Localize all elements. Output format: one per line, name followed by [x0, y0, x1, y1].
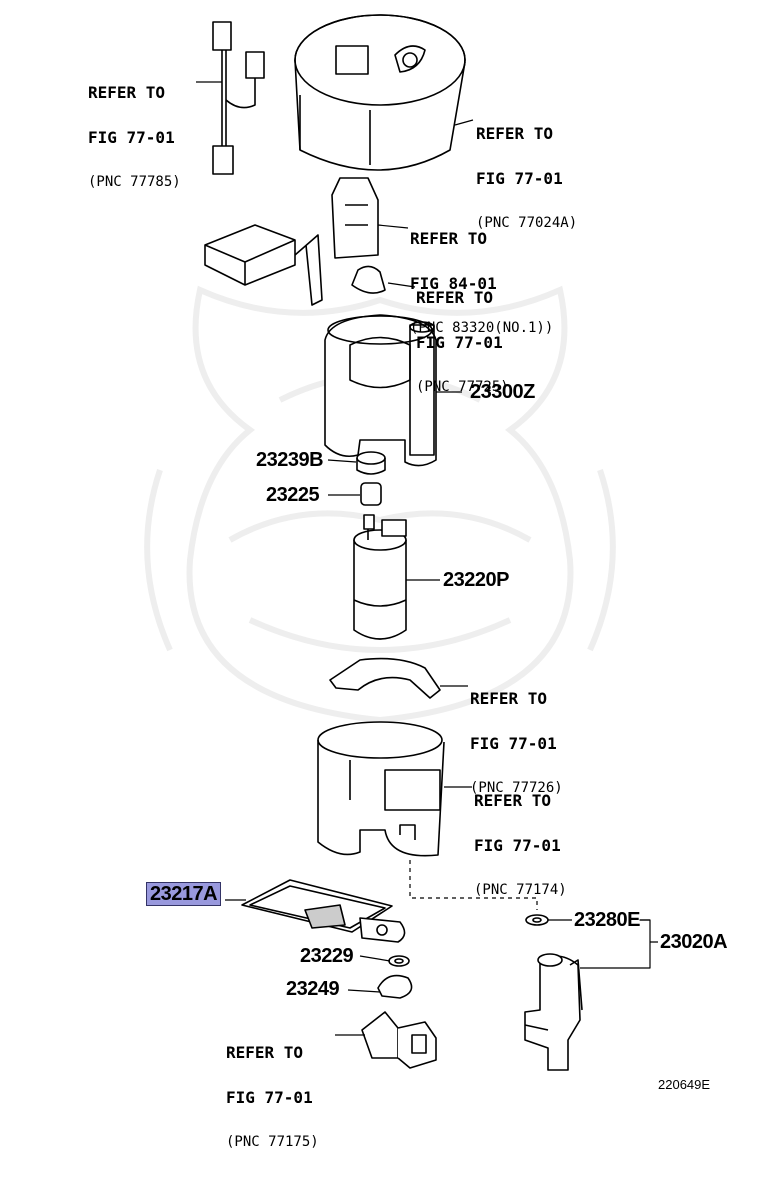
reference-line1: REFER TO — [226, 1043, 304, 1062]
lower-bracket-drawing — [361, 1011, 437, 1069]
grommet-drawing — [351, 265, 386, 294]
reference-line2: FIG 77-01 — [476, 169, 563, 188]
reference-line1: REFER TO — [88, 83, 166, 102]
reference-line1: REFER TO — [474, 791, 552, 810]
part-label-23239B[interactable]: 23239B — [256, 449, 324, 471]
pressure-regulator-drawing — [524, 953, 583, 1071]
part-label-23229[interactable]: 23229 — [300, 945, 354, 967]
reference-callout-pump-bracket: REFER TO FIG 77-01 (PNC 77174) — [474, 763, 567, 928]
part-label-23220P[interactable]: 23220P — [443, 569, 509, 591]
reference-line2: FIG 77-01 — [416, 333, 503, 352]
reference-line2: FIG 77-01 — [470, 734, 557, 753]
retainer-drawing — [329, 657, 441, 699]
reference-pnc: (PNC 77726) — [470, 780, 563, 796]
reference-callout-lower-bracket: REFER TO FIG 77-01 (PNC 77175) — [226, 1015, 319, 1180]
sender-gauge-drawing — [204, 177, 379, 306]
reference-pnc: (PNC 77175) — [226, 1134, 319, 1150]
reference-line1: REFER TO — [470, 689, 548, 708]
pump-bracket-drawing — [317, 721, 445, 857]
reference-line2: FIG 77-01 — [474, 836, 561, 855]
reference-callout-sender-gauge: REFER TO FIG 84-01 (PNC 83320(NO.1)) — [410, 201, 553, 366]
part-label-23249[interactable]: 23249 — [286, 978, 340, 1000]
reference-pnc: (PNC 77785) — [88, 174, 181, 190]
diagram-artwork — [144, 14, 658, 1071]
clip-drawing — [377, 974, 413, 999]
reference-line1: REFER TO — [476, 124, 554, 143]
washer-drawing — [388, 955, 410, 967]
reference-line1: REFER TO — [410, 229, 488, 248]
reference-callout-retainer: REFER TO FIG 77-01 (PNC 77726) — [470, 661, 563, 826]
leader-lines — [196, 81, 658, 1036]
cushion-drawing — [360, 482, 382, 506]
parts-diagram: REFER TO FIG 77-01 (PNC 77785) REFER TO … — [88, 14, 728, 1150]
reference-line1: REFER TO — [416, 288, 494, 307]
reference-callout-tank-cover: REFER TO FIG 77-01 (PNC 77024A) — [476, 96, 577, 261]
part-label-23280E[interactable]: 23280E — [574, 909, 640, 931]
part-label-23217A-highlighted[interactable]: 23217A — [146, 882, 222, 906]
suction-filter-drawing — [241, 879, 406, 943]
reference-line2: FIG 77-01 — [226, 1088, 313, 1107]
figure-code: 220649E — [658, 1077, 711, 1092]
part-label-23225[interactable]: 23225 — [266, 484, 320, 506]
wire-harness-drawing — [212, 21, 265, 175]
reference-line2: FIG 77-01 — [88, 128, 175, 147]
reference-pnc: (PNC 83320(NO.1)) — [410, 320, 554, 336]
o-ring-drawing — [356, 451, 386, 475]
fuel-tank-cover-drawing — [294, 14, 466, 171]
reference-pnc: (PNC 77174) — [474, 882, 567, 898]
fuel-pump-drawing — [353, 514, 407, 640]
reference-line2: FIG 84-01 — [410, 274, 497, 293]
part-label-23300Z[interactable]: 23300Z — [470, 381, 535, 403]
part-label-23020A[interactable]: 23020A — [660, 931, 728, 953]
fuel-filter-drawing — [324, 314, 437, 467]
reference-callout-grommet: REFER TO FIG 77-01 (PNC 77725) — [416, 260, 509, 425]
watermark-crest — [144, 285, 616, 724]
reference-pnc: (PNC 77725) — [416, 379, 509, 395]
reference-callout-wire-harness: REFER TO FIG 77-01 (PNC 77785) — [88, 55, 181, 220]
reference-pnc: (PNC 77024A) — [476, 215, 578, 231]
